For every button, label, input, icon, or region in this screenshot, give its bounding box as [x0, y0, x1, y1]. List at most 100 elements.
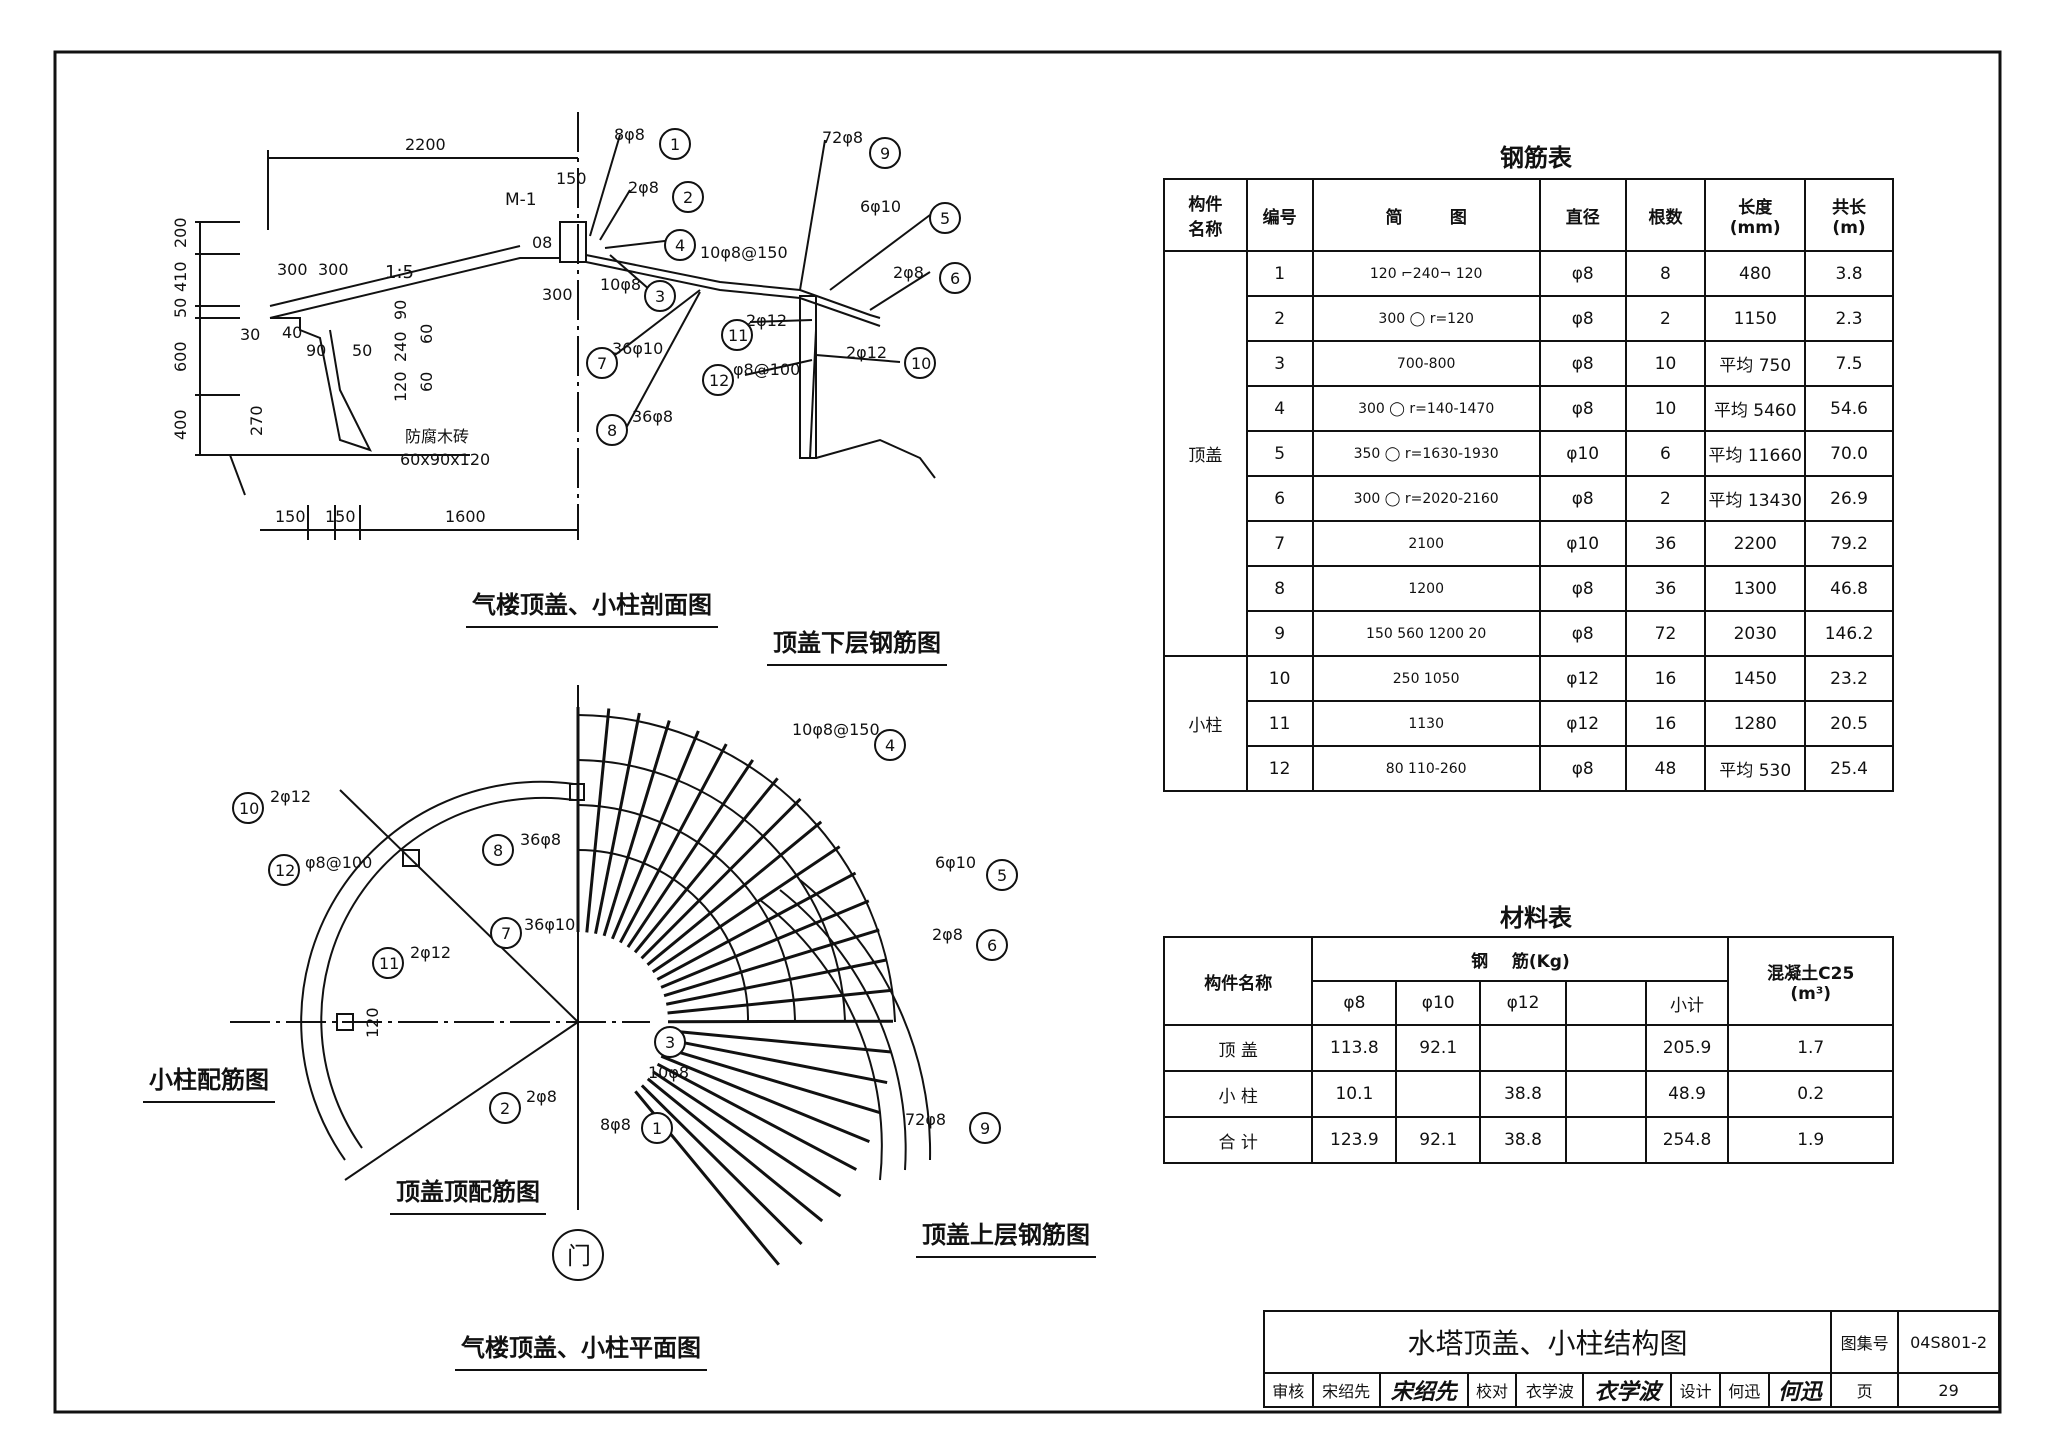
material-cell-blank	[1564, 1070, 1647, 1118]
svg-text:6: 6	[950, 269, 960, 288]
top-rebar-title: 顶盖顶配筋图	[390, 1172, 546, 1215]
svg-text:9: 9	[880, 144, 890, 163]
check-label: 校对	[1466, 1372, 1518, 1408]
callout-plan-8p8: 8φ8	[600, 1115, 631, 1134]
rebar-cell-count: 6	[1624, 430, 1707, 477]
rebar-cell-sketch: 350 ◯ r=1630-1930	[1311, 430, 1541, 477]
material-cell-name: 合 计	[1162, 1116, 1314, 1164]
rebar-cell-total: 2.3	[1804, 295, 1894, 342]
checker: 衣学波	[1515, 1372, 1585, 1408]
rebar-cell-total: 46.8	[1804, 565, 1894, 612]
section-view	[195, 112, 936, 540]
radial-rebar	[640, 797, 802, 960]
plan-marker-3: 3	[654, 1026, 686, 1058]
material-cell-conc: 0.2	[1727, 1070, 1894, 1118]
material-table-title: 材料表	[1500, 904, 1572, 932]
callout-plan-2p8b: 2φ8	[526, 1087, 557, 1106]
reviewer: 宋绍先	[1311, 1372, 1381, 1408]
h-member: 构件 名称	[1163, 178, 1248, 252]
material-cell-p12: 38.8	[1479, 1070, 1567, 1118]
marker-12: 12	[702, 364, 734, 396]
rebar-cell-total: 7.5	[1804, 340, 1894, 387]
svg-text:12: 12	[709, 371, 729, 390]
svg-text:5: 5	[997, 866, 1007, 885]
svg-text:10: 10	[911, 354, 931, 373]
rebar-cell-total: 70.0	[1804, 430, 1894, 477]
svg-text:4: 4	[675, 236, 685, 255]
radial-rebar	[633, 777, 779, 954]
material-cell-name: 顶 盖	[1162, 1024, 1314, 1072]
rebar-cell-length: 480	[1704, 250, 1807, 297]
rebar-cell-count: 36	[1624, 520, 1707, 567]
dim-150b: 150	[275, 507, 306, 526]
rebar-cell-dia: φ12	[1538, 655, 1627, 702]
mh-member: 构件名称	[1162, 936, 1314, 1026]
rebar-group-name: 顶盖	[1163, 250, 1248, 657]
rebar-cell-dia: φ10	[1538, 520, 1627, 567]
material-cell-sub: 48.9	[1644, 1070, 1730, 1118]
dim-410: 410	[171, 261, 190, 292]
dim-150c: 150	[325, 507, 356, 526]
radial-rebar	[660, 1054, 870, 1144]
rebar-cell-count: 36	[1624, 565, 1707, 612]
svg-text:2: 2	[500, 1099, 510, 1118]
rebar-cell-length: 2200	[1704, 520, 1807, 567]
rebar-cell-sketch: 2100	[1311, 520, 1541, 567]
rebar-cell-dia: φ8	[1538, 250, 1627, 297]
rebar-cell-dia: φ8	[1538, 385, 1627, 432]
page-label: 页	[1830, 1372, 1900, 1408]
rebar-cell-count: 16	[1624, 700, 1707, 747]
rebar-cell-no: 5	[1245, 430, 1314, 477]
svg-text:11: 11	[728, 326, 748, 345]
radial-rebar	[667, 988, 892, 1015]
plan-marker-11: 11	[372, 947, 404, 979]
rebar-cell-total: 79.2	[1804, 520, 1894, 567]
marker-8: 8	[596, 414, 628, 446]
material-cell-p12	[1479, 1024, 1567, 1072]
plan-marker-7: 7	[490, 917, 522, 949]
rebar-cell-count: 2	[1624, 475, 1707, 522]
dim-50: 50	[171, 298, 190, 318]
title-block: 水塔顶盖、小柱结构图 图集号 04S801-2 审核 宋绍先 宋绍先 校对 衣学…	[1262, 1310, 2000, 1408]
rebar-cell-length: 1450	[1704, 655, 1807, 702]
callout-36p10: 36φ10	[612, 339, 663, 358]
rebar-cell-no: 2	[1245, 295, 1314, 342]
rebar-cell-count: 2	[1624, 295, 1707, 342]
rebar-cell-length: 平均 5460	[1704, 385, 1807, 432]
rebar-cell-dia: φ8	[1538, 340, 1627, 387]
rebar-table-title: 钢筋表	[1500, 144, 1572, 172]
rebar-cell-total: 20.5	[1804, 700, 1894, 747]
svg-text:12: 12	[275, 861, 295, 880]
mh-p12: φ12	[1479, 980, 1567, 1026]
material-cell-blank	[1564, 1024, 1647, 1072]
rebar-cell-total: 25.4	[1804, 745, 1894, 792]
callout-plan-2p12: 2φ12	[270, 787, 311, 806]
rebar-cell-no: 10	[1245, 655, 1314, 702]
svg-text:10: 10	[239, 799, 259, 818]
plan-title: 气楼顶盖、小柱平面图	[455, 1328, 707, 1371]
radial-rebar	[646, 820, 823, 966]
marker-2: 2	[672, 181, 704, 213]
atlas-no: 04S801-2	[1897, 1310, 2000, 1374]
checker-sig: 衣学波	[1582, 1372, 1673, 1408]
radial-rebar	[663, 928, 880, 998]
rebar-group-name: 小柱	[1163, 655, 1248, 792]
h-dia: 直径	[1538, 178, 1627, 252]
dim-1600: 1600	[445, 507, 486, 526]
mh-subtotal: 小计	[1644, 980, 1730, 1026]
callout-10p8-150: 10φ8@150	[700, 243, 788, 262]
radial-rebar	[667, 1019, 894, 1024]
rebar-cell-sketch: 80 110-260	[1311, 745, 1541, 792]
sheet-border	[53, 50, 2002, 1414]
dim-90b: 90	[391, 300, 410, 320]
callout-6p10: 6φ10	[860, 197, 901, 216]
callout-2p12b: 2φ12	[846, 343, 887, 362]
dim-600: 600	[171, 341, 190, 372]
callout-36p8: 36φ8	[632, 407, 673, 426]
material-cell-conc: 1.7	[1727, 1024, 1894, 1072]
